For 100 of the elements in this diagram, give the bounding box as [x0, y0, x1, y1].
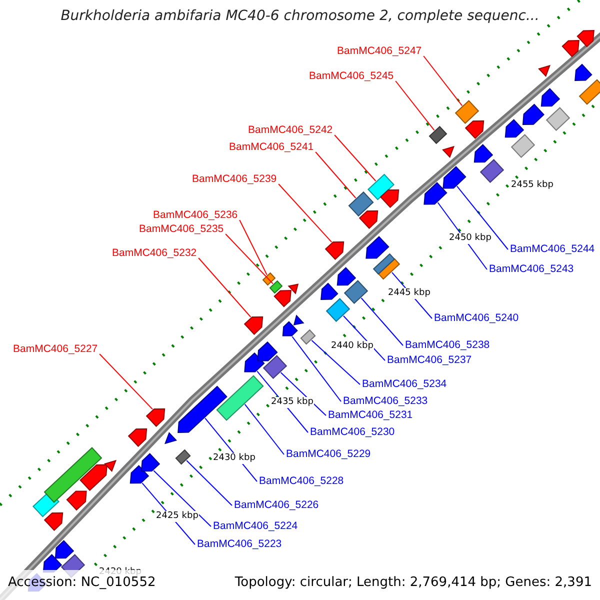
gene-block: [336, 267, 356, 286]
scale-label: 2455 kbp: [510, 180, 554, 191]
leader-line: [311, 340, 360, 385]
leader-line: [395, 80, 435, 131]
gene-block: [288, 284, 299, 294]
gene-block: [574, 64, 592, 82]
gene-label: BamMC406_5234: [362, 378, 447, 391]
gene-block: [130, 465, 150, 484]
gene-block: [358, 210, 378, 229]
accession-text: Accession: NC_010552: [8, 575, 156, 591]
gene-block: [44, 512, 64, 531]
gene-block: [576, 30, 594, 48]
gene-block: [216, 375, 264, 421]
gene-block: [428, 126, 448, 144]
genome-summary: Topology: circular; Length: 2,769,414 bp; Genes: 2,391: [234, 575, 592, 591]
leader-line: [198, 258, 252, 318]
gene-label: BamMC406_5231: [328, 409, 413, 422]
gene-block: [244, 316, 264, 335]
scale-label: 2425 kbp: [155, 511, 200, 522]
gene-block: [368, 174, 394, 200]
gene-label: BamMC406_5237: [387, 354, 472, 367]
gene-block: [66, 490, 87, 511]
gene-block: [128, 428, 148, 447]
gene-block: [480, 159, 504, 183]
gene-block: [54, 540, 74, 559]
gene-block: [244, 352, 265, 372]
gene-label: BamMC406_5228: [259, 475, 344, 488]
gene-block: [578, 79, 600, 105]
gene-block: [104, 460, 117, 472]
leader-line: [278, 184, 332, 243]
gene-block: [269, 280, 283, 294]
gene-label: BamMC406_5245: [309, 70, 394, 83]
gene-label: BamMC406_5235: [139, 223, 224, 236]
gene-label: BamMC406_5239: [192, 173, 277, 186]
gene-label: BamMC406_5230: [310, 426, 395, 439]
gene-block: [140, 453, 160, 472]
gene-block: [80, 464, 108, 491]
gene-label: BamMC406_5242: [248, 124, 333, 137]
leader-line: [99, 354, 153, 410]
gene-block: [257, 341, 278, 362]
gene-block: [372, 253, 396, 275]
gene-block: [366, 236, 390, 259]
scale-label: 2445 kbp: [387, 288, 432, 299]
gene-block: [442, 146, 455, 158]
gene-block: [348, 191, 374, 217]
gene-block: [504, 119, 524, 138]
gene-block: [344, 280, 368, 304]
gene-block: [178, 386, 228, 434]
gene-label: BamMC406_5240: [434, 312, 519, 325]
gene-block: [300, 329, 316, 345]
gene-label: BamMC406_5227: [13, 343, 98, 356]
title: Burkholderia ambifaria MC40-6 chromosome 2, complete sequenc...: [60, 8, 540, 24]
leader-line: [456, 186, 508, 250]
gene-label: BamMC406_5247: [337, 45, 422, 58]
gene-label: BamMC406_5236: [153, 209, 238, 222]
leader-line: [225, 234, 274, 284]
gene-block: [324, 241, 344, 260]
gene-block: [562, 40, 580, 58]
gene-block: [262, 355, 288, 379]
gene-block: [546, 107, 570, 131]
gene-block: [522, 104, 544, 125]
gene-block: [474, 144, 494, 163]
gene-block: [454, 100, 480, 124]
gene-block: [164, 432, 178, 444]
leader-line: [292, 336, 342, 402]
gene-block: [274, 290, 292, 308]
gene-label: BamMC406_5243: [489, 263, 574, 276]
gene-block: [442, 166, 466, 189]
leader-line: [280, 372, 326, 416]
leader-line: [153, 470, 212, 527]
gene-label: BamMC406_5238: [405, 339, 490, 352]
gene-block: [262, 272, 276, 286]
gene-block: [320, 282, 338, 300]
gene-block: [326, 298, 350, 322]
gene-block: [424, 182, 448, 205]
gene-block: [146, 408, 166, 427]
scale-label: 2430 kbp: [212, 453, 256, 464]
leader-line: [315, 152, 356, 198]
leader-line: [423, 56, 463, 106]
gene-block: [380, 189, 400, 208]
gene-block: [540, 88, 560, 107]
gene-block: [175, 449, 191, 465]
gene-block: [510, 134, 536, 158]
leader-line: [360, 298, 404, 346]
gene-label: BamMC406_5224: [213, 520, 298, 533]
gene-label: BamMC406_5226: [234, 499, 319, 512]
leader-line: [334, 134, 376, 182]
scale-label: 2440 kbp: [330, 341, 374, 352]
gene-label: BamMC406_5241: [229, 141, 314, 154]
gene-label: BamMC406_5233: [343, 395, 428, 408]
gene-label: BamMC406_5229: [286, 448, 371, 461]
gene-block: [464, 120, 484, 139]
scale-label: 2450 kbp: [448, 233, 492, 244]
gene-label: BamMC406_5244: [510, 243, 595, 256]
leader-line: [239, 220, 268, 276]
leader-line: [244, 404, 284, 455]
scale-label: 2435 kbp: [270, 397, 314, 408]
leader-line: [186, 460, 232, 506]
leader-line: [343, 315, 386, 361]
gene-label: BamMC406_5232: [112, 247, 197, 260]
